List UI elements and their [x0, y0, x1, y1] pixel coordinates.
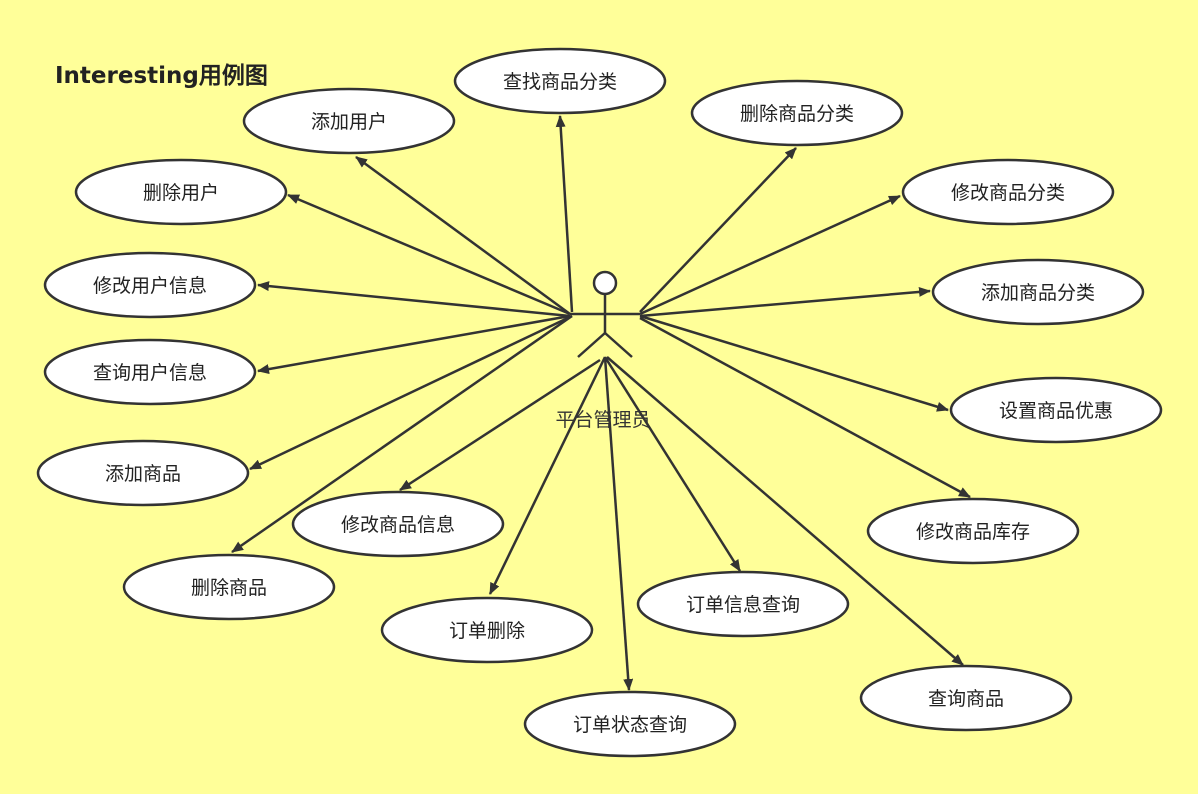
association-arrow-edit-product-info: [399, 358, 601, 492]
actor-label: 平台管理员: [555, 409, 650, 431]
use-case-query-product[interactable]: 查询商品: [859, 664, 1073, 732]
use-case-label: 添加用户: [311, 111, 387, 133]
use-case-label: 查询用户信息: [93, 362, 207, 384]
use-case-query-user-info[interactable]: 查询用户信息: [43, 338, 257, 406]
use-case-ellipse: [43, 251, 257, 319]
use-case-label: 订单删除: [449, 620, 525, 642]
association-arrow-edit-stock: [639, 316, 971, 499]
use-case-add-category[interactable]: 添加商品分类: [931, 258, 1145, 326]
use-case-label: 修改商品信息: [341, 514, 455, 536]
association-arrow-delete-product: [231, 314, 573, 554]
use-case-delete-user[interactable]: 删除用户: [74, 158, 288, 226]
use-case-ellipse: [931, 258, 1145, 326]
use-case-ellipse: [36, 439, 250, 507]
use-case-label: 删除商品分类: [740, 103, 854, 125]
use-case-ellipse: [291, 490, 505, 558]
association-arrow-query-order-info: [603, 356, 742, 572]
use-case-add-product[interactable]: 添加商品: [36, 439, 250, 507]
actor-left-leg: [577, 332, 606, 358]
association-arrow-edit-user-info: [257, 281, 571, 318]
use-case-set-discount[interactable]: 设置商品优惠: [949, 376, 1163, 444]
use-case-query-order-status[interactable]: 订单状态查询: [523, 690, 737, 758]
use-case-label: 查询商品: [928, 688, 1004, 710]
use-case-label: 订单信息查询: [686, 594, 800, 616]
use-case-delete-order[interactable]: 订单删除: [380, 596, 594, 664]
use-case-ellipse: [949, 376, 1163, 444]
association-arrow-query-product: [606, 356, 964, 666]
use-case-label: 添加商品分类: [981, 282, 1095, 304]
use-case-label: 修改商品库存: [916, 521, 1030, 543]
association-arrow-query-order-status: [603, 356, 634, 691]
association-arrow-query-user-info: [257, 314, 571, 375]
association-arrow-delete-category: [639, 147, 797, 313]
use-case-edit-category[interactable]: 修改商品分类: [901, 158, 1115, 226]
association-arrow-find-category: [555, 115, 574, 313]
use-case-label: 修改商品分类: [951, 182, 1065, 204]
use-case-edit-user-info[interactable]: 修改用户信息: [43, 251, 257, 319]
association-arrow-add-user: [355, 155, 571, 316]
association-lines: [231, 115, 971, 691]
use-case-ellipse: [523, 690, 737, 758]
actor-head: [592, 270, 618, 296]
use-case-find-category[interactable]: 查找商品分类: [453, 47, 667, 115]
use-case-label: 查找商品分类: [503, 71, 617, 93]
use-case-delete-product[interactable]: 删除商品: [122, 553, 336, 621]
association-arrow-set-discount: [639, 314, 949, 412]
use-case-label: 设置商品优惠: [999, 400, 1113, 422]
actor-right-leg: [604, 332, 633, 358]
use-case-ellipse: [901, 158, 1115, 226]
use-case-ellipse: [866, 497, 1080, 565]
association-arrow-add-product: [249, 314, 573, 471]
use-case-ellipse: [690, 79, 904, 147]
use-case-ellipse: [74, 158, 288, 226]
association-arrow-edit-category: [639, 194, 901, 316]
use-case-label: 添加商品: [105, 463, 181, 485]
use-case-ellipse: [453, 47, 667, 115]
use-case-edit-stock[interactable]: 修改商品库存: [866, 497, 1080, 565]
use-case-ellipse: [242, 87, 456, 155]
use-case-label: 订单状态查询: [573, 714, 687, 736]
use-case-label: 删除商品: [191, 577, 267, 599]
use-case-label: 修改用户信息: [93, 275, 207, 297]
use-case-ellipse: [859, 664, 1073, 732]
use-case-add-user[interactable]: 添加用户: [242, 87, 456, 155]
use-case-ellipse: [636, 570, 850, 638]
use-case-label: 删除用户: [143, 182, 219, 204]
use-case-ellipse: [380, 596, 594, 664]
association-arrow-delete-order: [488, 356, 607, 595]
use-case-delete-category[interactable]: 删除商品分类: [690, 79, 904, 147]
use-case-ellipse: [122, 553, 336, 621]
use-case-edit-product-info[interactable]: 修改商品信息: [291, 490, 505, 558]
actor[interactable]: 平台管理员: [555, 270, 651, 431]
diagram-title: Interesting用例图: [55, 63, 268, 89]
use-case-query-order-info[interactable]: 订单信息查询: [636, 570, 850, 638]
association-arrow-add-category: [639, 286, 931, 318]
association-arrow-delete-user: [287, 193, 571, 316]
use-case-ellipse: [43, 338, 257, 406]
